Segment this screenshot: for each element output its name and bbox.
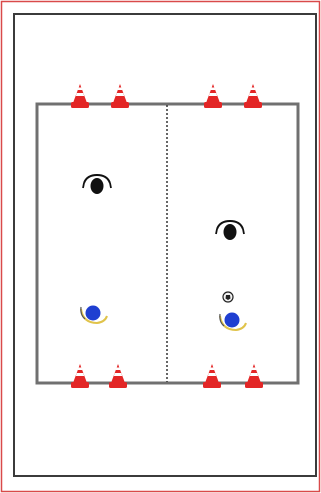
ball-icon bbox=[223, 292, 233, 302]
